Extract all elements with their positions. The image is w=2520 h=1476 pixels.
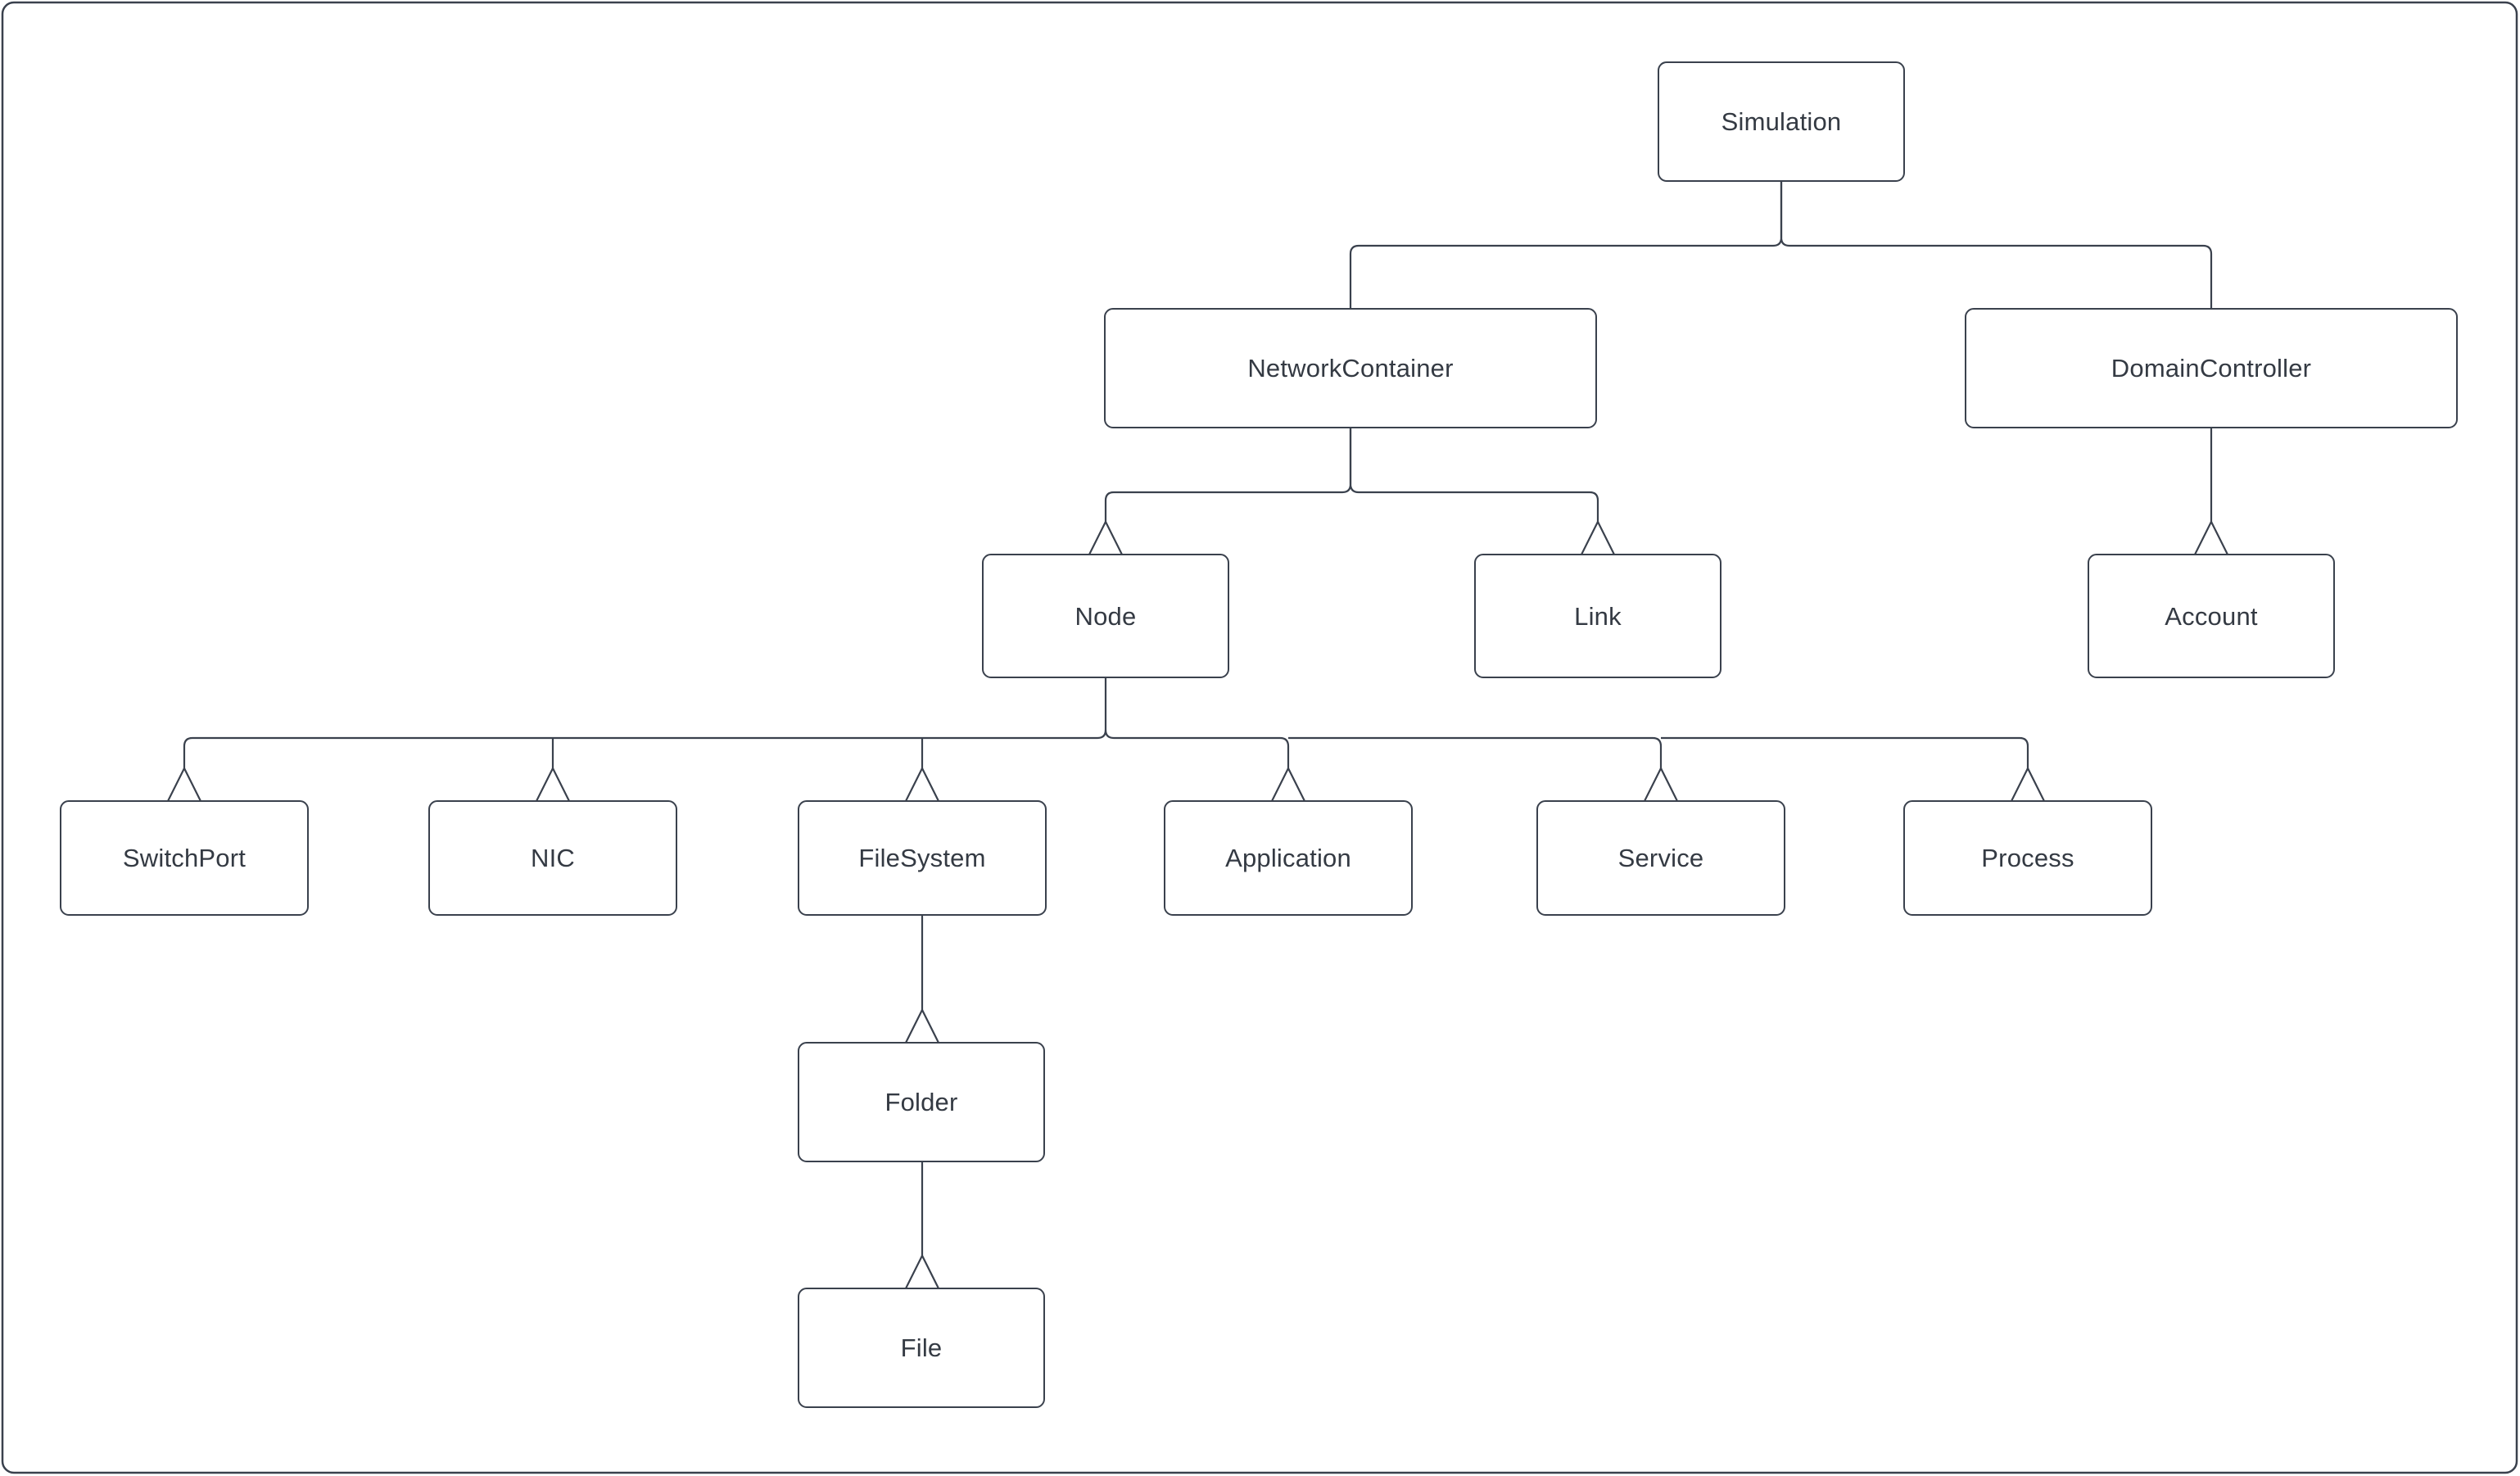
edge-simulation-domaincontroller bbox=[1780, 182, 2213, 308]
class-box-filesystem[interactable]: FileSystem bbox=[798, 800, 1047, 916]
class-label-simulation: Simulation bbox=[1721, 107, 1842, 136]
class-label-filesystem: FileSystem bbox=[858, 844, 986, 872]
class-box-account[interactable]: Account bbox=[2088, 554, 2335, 678]
class-box-nic[interactable]: NIC bbox=[428, 800, 677, 916]
class-box-domaincontroller[interactable]: DomainController bbox=[1965, 308, 2458, 428]
class-label-process: Process bbox=[1981, 844, 2074, 872]
class-label-application: Application bbox=[1225, 844, 1351, 872]
class-label-domaincontroller: DomainController bbox=[2111, 354, 2312, 383]
class-box-service[interactable]: Service bbox=[1536, 800, 1785, 916]
class-label-networkcontainer: NetworkContainer bbox=[1247, 354, 1454, 383]
class-label-switchport: SwitchPort bbox=[122, 844, 247, 872]
class-label-node: Node bbox=[1075, 601, 1137, 631]
class-box-file[interactable]: File bbox=[798, 1288, 1045, 1408]
class-label-link: Link bbox=[1574, 601, 1622, 631]
class-box-application[interactable]: Application bbox=[1164, 800, 1413, 916]
edge-node-application bbox=[1104, 729, 1290, 800]
edge-node-process bbox=[1661, 736, 2029, 800]
class-box-link[interactable]: Link bbox=[1474, 554, 1721, 678]
class-box-process[interactable]: Process bbox=[1903, 800, 2152, 916]
class-box-networkcontainer[interactable]: NetworkContainer bbox=[1104, 308, 1597, 428]
class-label-file: File bbox=[900, 1333, 943, 1362]
edge-networkcontainer-link bbox=[1349, 428, 1599, 554]
class-label-account: Account bbox=[2165, 601, 2258, 631]
class-box-folder[interactable]: Folder bbox=[798, 1042, 1045, 1162]
class-label-nic: NIC bbox=[531, 844, 575, 872]
class-box-node[interactable]: Node bbox=[982, 554, 1229, 678]
class-box-switchport[interactable]: SwitchPort bbox=[60, 800, 309, 916]
class-label-folder: Folder bbox=[884, 1088, 958, 1116]
class-box-simulation[interactable]: Simulation bbox=[1658, 61, 1905, 182]
class-label-service: Service bbox=[1617, 844, 1704, 872]
edge-node-service bbox=[1288, 736, 1663, 800]
